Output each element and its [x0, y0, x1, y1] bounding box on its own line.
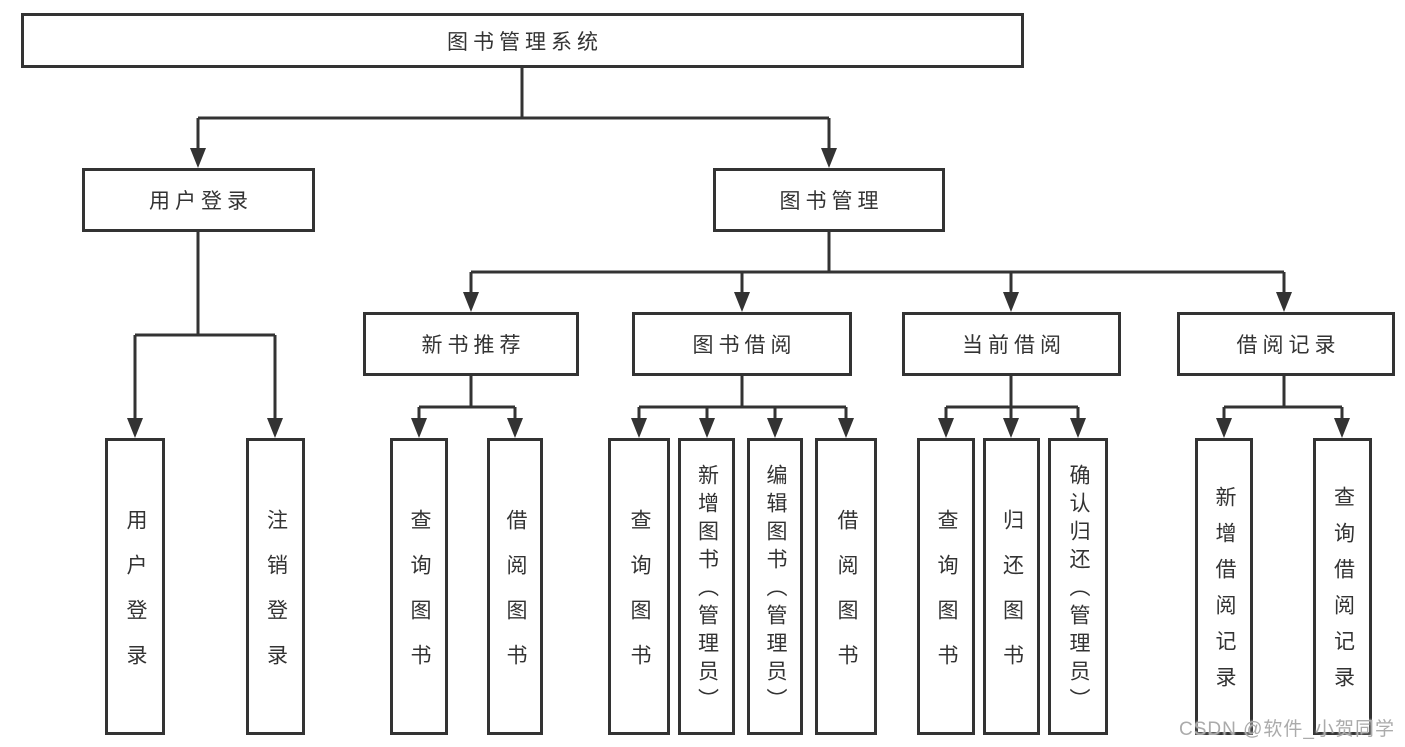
leaf-label: 用户登录	[124, 508, 147, 689]
node-label: 借阅记录	[1236, 334, 1341, 357]
leaf-query-books-current: 查询图书	[917, 438, 975, 735]
leaf-label: 新增借阅记录	[1213, 486, 1236, 702]
node-label: 当前借阅	[962, 334, 1066, 357]
leaf-edit-book-admin: 编辑图书（管理员）	[747, 438, 803, 735]
node-borrow-records: 借阅记录	[1177, 312, 1395, 376]
csdn-watermark: CSDN @软件_小贺同学	[1179, 719, 1395, 740]
leaf-confirm-return-admin: 确认归还（管理员）	[1048, 438, 1108, 735]
leaf-query-books-borrow: 查询图书	[608, 438, 670, 735]
leaf-add-book-admin: 新增图书（管理员）	[678, 438, 735, 735]
node-new-book-recommend: 新书推荐	[363, 312, 579, 376]
leaf-borrow-books-recommend: 借阅图书	[487, 438, 543, 735]
leaf-label: 查询图书	[408, 508, 431, 689]
node-label: 新书推荐	[421, 334, 526, 357]
leaf-label: 借阅图书	[835, 508, 858, 689]
leaf-label: 确认归还（管理员）	[1067, 464, 1090, 716]
node-book-borrow: 图书借阅	[632, 312, 852, 376]
leaf-label: 新增图书（管理员）	[695, 464, 719, 716]
leaf-label: 查询借阅记录	[1331, 486, 1355, 702]
leaf-label: 编辑图书（管理员）	[764, 464, 787, 716]
node-label: 图书借阅	[692, 334, 797, 357]
leaf-label: 归还图书	[1000, 508, 1024, 689]
node-current-borrow: 当前借阅	[902, 312, 1121, 376]
leaf-user-login: 用户登录	[105, 438, 165, 735]
leaf-query-borrow-record: 查询借阅记录	[1313, 438, 1372, 735]
node-label: 用户登录	[149, 190, 253, 213]
leaf-label: 查询图书	[628, 508, 651, 689]
node-label: 图书管理系统	[447, 30, 603, 54]
node-book-management: 图书管理	[713, 168, 945, 232]
leaf-borrow-books: 借阅图书	[815, 438, 877, 735]
leaf-label: 注销登录	[264, 508, 288, 689]
leaf-add-borrow-record: 新增借阅记录	[1195, 438, 1253, 735]
leaf-query-books-recommend: 查询图书	[390, 438, 448, 735]
node-library-system: 图书管理系统	[21, 13, 1024, 68]
node-user-login: 用户登录	[82, 168, 315, 232]
leaf-logout: 注销登录	[246, 438, 305, 735]
leaf-return-book: 归还图书	[983, 438, 1040, 735]
leaf-label: 查询图书	[935, 508, 958, 689]
leaf-label: 借阅图书	[504, 508, 527, 689]
node-label: 图书管理	[779, 190, 884, 213]
